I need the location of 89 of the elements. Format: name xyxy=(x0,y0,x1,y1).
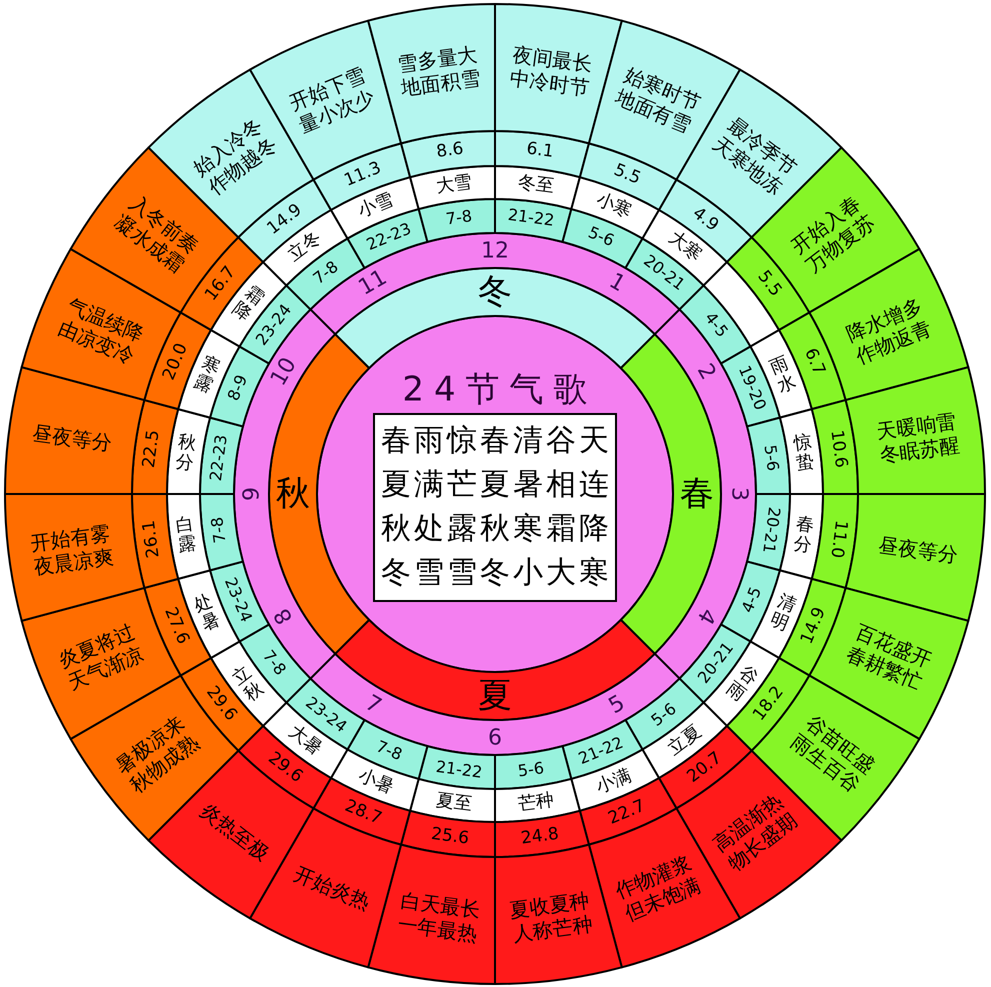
solar-term-name: 芒种 xyxy=(516,790,555,816)
temperature-value: 25.6 xyxy=(430,824,470,849)
solar-term-name: 雨水 xyxy=(766,353,799,397)
month-number: 12 xyxy=(481,238,509,264)
temperature-value: 8.6 xyxy=(435,140,465,163)
temperature-value: 5.5 xyxy=(753,267,786,300)
temperature-value: 10.6 xyxy=(825,428,850,469)
solar-term-name: 小暑 xyxy=(355,765,396,798)
climate-description: 降水增多作物返青 xyxy=(842,292,936,370)
temperature-value: 6.1 xyxy=(525,140,555,163)
date-range: 4-5 xyxy=(700,308,731,341)
date-range: 21-22 xyxy=(434,757,483,782)
climate-description: 炎热至极 xyxy=(195,798,276,868)
date-range: 19-20 xyxy=(734,362,770,413)
date-range: 22-23 xyxy=(207,433,232,482)
date-range: 8-9 xyxy=(224,372,252,404)
season-name: 春 xyxy=(680,474,714,514)
date-range: 20-21 xyxy=(758,506,783,555)
solar-term-name: 惊蛰 xyxy=(792,432,816,474)
climate-description: 气温续降由凉变冷 xyxy=(54,292,148,370)
temperature-value: 24.8 xyxy=(520,824,560,849)
climate-description: 夏收夏种人称芒种 xyxy=(506,888,594,946)
temperature-value: 11.0 xyxy=(825,519,850,560)
temperature-value: 28.7 xyxy=(342,796,384,830)
date-range: 5-6 xyxy=(517,758,546,780)
climate-description: 开始炎热 xyxy=(289,860,374,916)
date-range: 5-6 xyxy=(760,444,782,472)
climate-description: 作物灌浆但未饱满 xyxy=(611,850,706,926)
month-number: 5 xyxy=(604,690,630,720)
month-number: 11 xyxy=(354,265,392,302)
climate-description: 开始下雪量小次少 xyxy=(284,62,379,138)
solar-term-name: 清明 xyxy=(766,591,799,635)
date-range: 7-8 xyxy=(373,737,404,764)
month-number: 1 xyxy=(604,268,630,298)
temperature-value: 26.1 xyxy=(140,519,165,560)
solar-term-name: 小满 xyxy=(594,765,635,798)
temperature-value: 5.5 xyxy=(610,160,644,189)
temperature-value: 27.6 xyxy=(160,604,192,648)
climate-description: 夜间最长中冷时节 xyxy=(506,42,594,100)
solar-term-name: 大雪 xyxy=(435,172,474,198)
season-name: 秋 xyxy=(276,474,310,514)
solar-term-name: 小寒 xyxy=(594,190,635,223)
month-number: 8 xyxy=(270,603,299,628)
month-number: 2 xyxy=(691,360,720,385)
climate-description: 昼夜等分 xyxy=(30,420,114,456)
date-range: 7-8 xyxy=(444,208,473,230)
date-range: 5-6 xyxy=(586,224,617,251)
month-number: 10 xyxy=(266,354,302,391)
month-number: 3 xyxy=(726,487,752,501)
month-number: 9 xyxy=(238,487,264,501)
climate-description: 昼夜等分 xyxy=(876,532,960,568)
date-range: 21-22 xyxy=(507,206,556,231)
solar-term-name: 处暑 xyxy=(191,591,224,635)
solar-term-name: 寒露 xyxy=(191,353,224,397)
temperature-value: 20.0 xyxy=(160,340,192,383)
poem-panel xyxy=(373,413,617,602)
temperature-value: 11.3 xyxy=(342,158,384,192)
date-range: 4-5 xyxy=(738,584,766,616)
date-range: 21-22 xyxy=(576,733,626,768)
climate-description: 开始有雾夜晨凉爽 xyxy=(28,520,116,579)
poem-line: 秋处露秋寒霜降 xyxy=(380,512,612,547)
solar-term-name: 白露 xyxy=(174,514,198,556)
solar-term-name: 春分 xyxy=(792,514,816,556)
date-range: 7-8 xyxy=(208,516,230,544)
temperature-value: 14.9 xyxy=(798,604,830,648)
solar-term-name: 霜降 xyxy=(228,283,268,326)
season-name: 冬 xyxy=(478,272,512,312)
climate-description: 炎夏将过天气渐凉 xyxy=(54,618,148,696)
temperature-value: 22.7 xyxy=(606,796,648,830)
temperature-value: 6.7 xyxy=(800,346,828,378)
solar-term-name: 冬至 xyxy=(516,172,555,198)
climate-description: 暑极凉来秋物成熟 xyxy=(109,709,204,798)
climate-description: 百花盛开春耕繁忙 xyxy=(842,618,936,696)
climate-description: 雪多量大地面积雪 xyxy=(396,42,484,100)
solar-term-name: 夏至 xyxy=(435,790,474,816)
temperature-value: 22.5 xyxy=(140,428,165,469)
month-number: 7 xyxy=(360,690,386,720)
solar-term-name: 大暑 xyxy=(285,722,326,760)
poem-line: 冬雪雪冬小大寒 xyxy=(380,556,612,591)
poem-line: 春雨惊春清谷天 xyxy=(380,424,612,459)
poem-line: 夏满芒夏暑相连 xyxy=(380,468,612,503)
month-number: 4 xyxy=(691,603,720,628)
diagram-title: 24节气歌 xyxy=(401,370,598,410)
solar-term-name: 秋分 xyxy=(174,432,198,474)
climate-description: 始寒时节地面有雪 xyxy=(611,62,706,138)
climate-description: 白天最长一年最热 xyxy=(396,888,484,946)
climate-description: 天暖响雷冬眠苏醒 xyxy=(874,409,962,468)
month-number: 6 xyxy=(488,724,502,750)
season-name: 夏 xyxy=(478,676,512,716)
